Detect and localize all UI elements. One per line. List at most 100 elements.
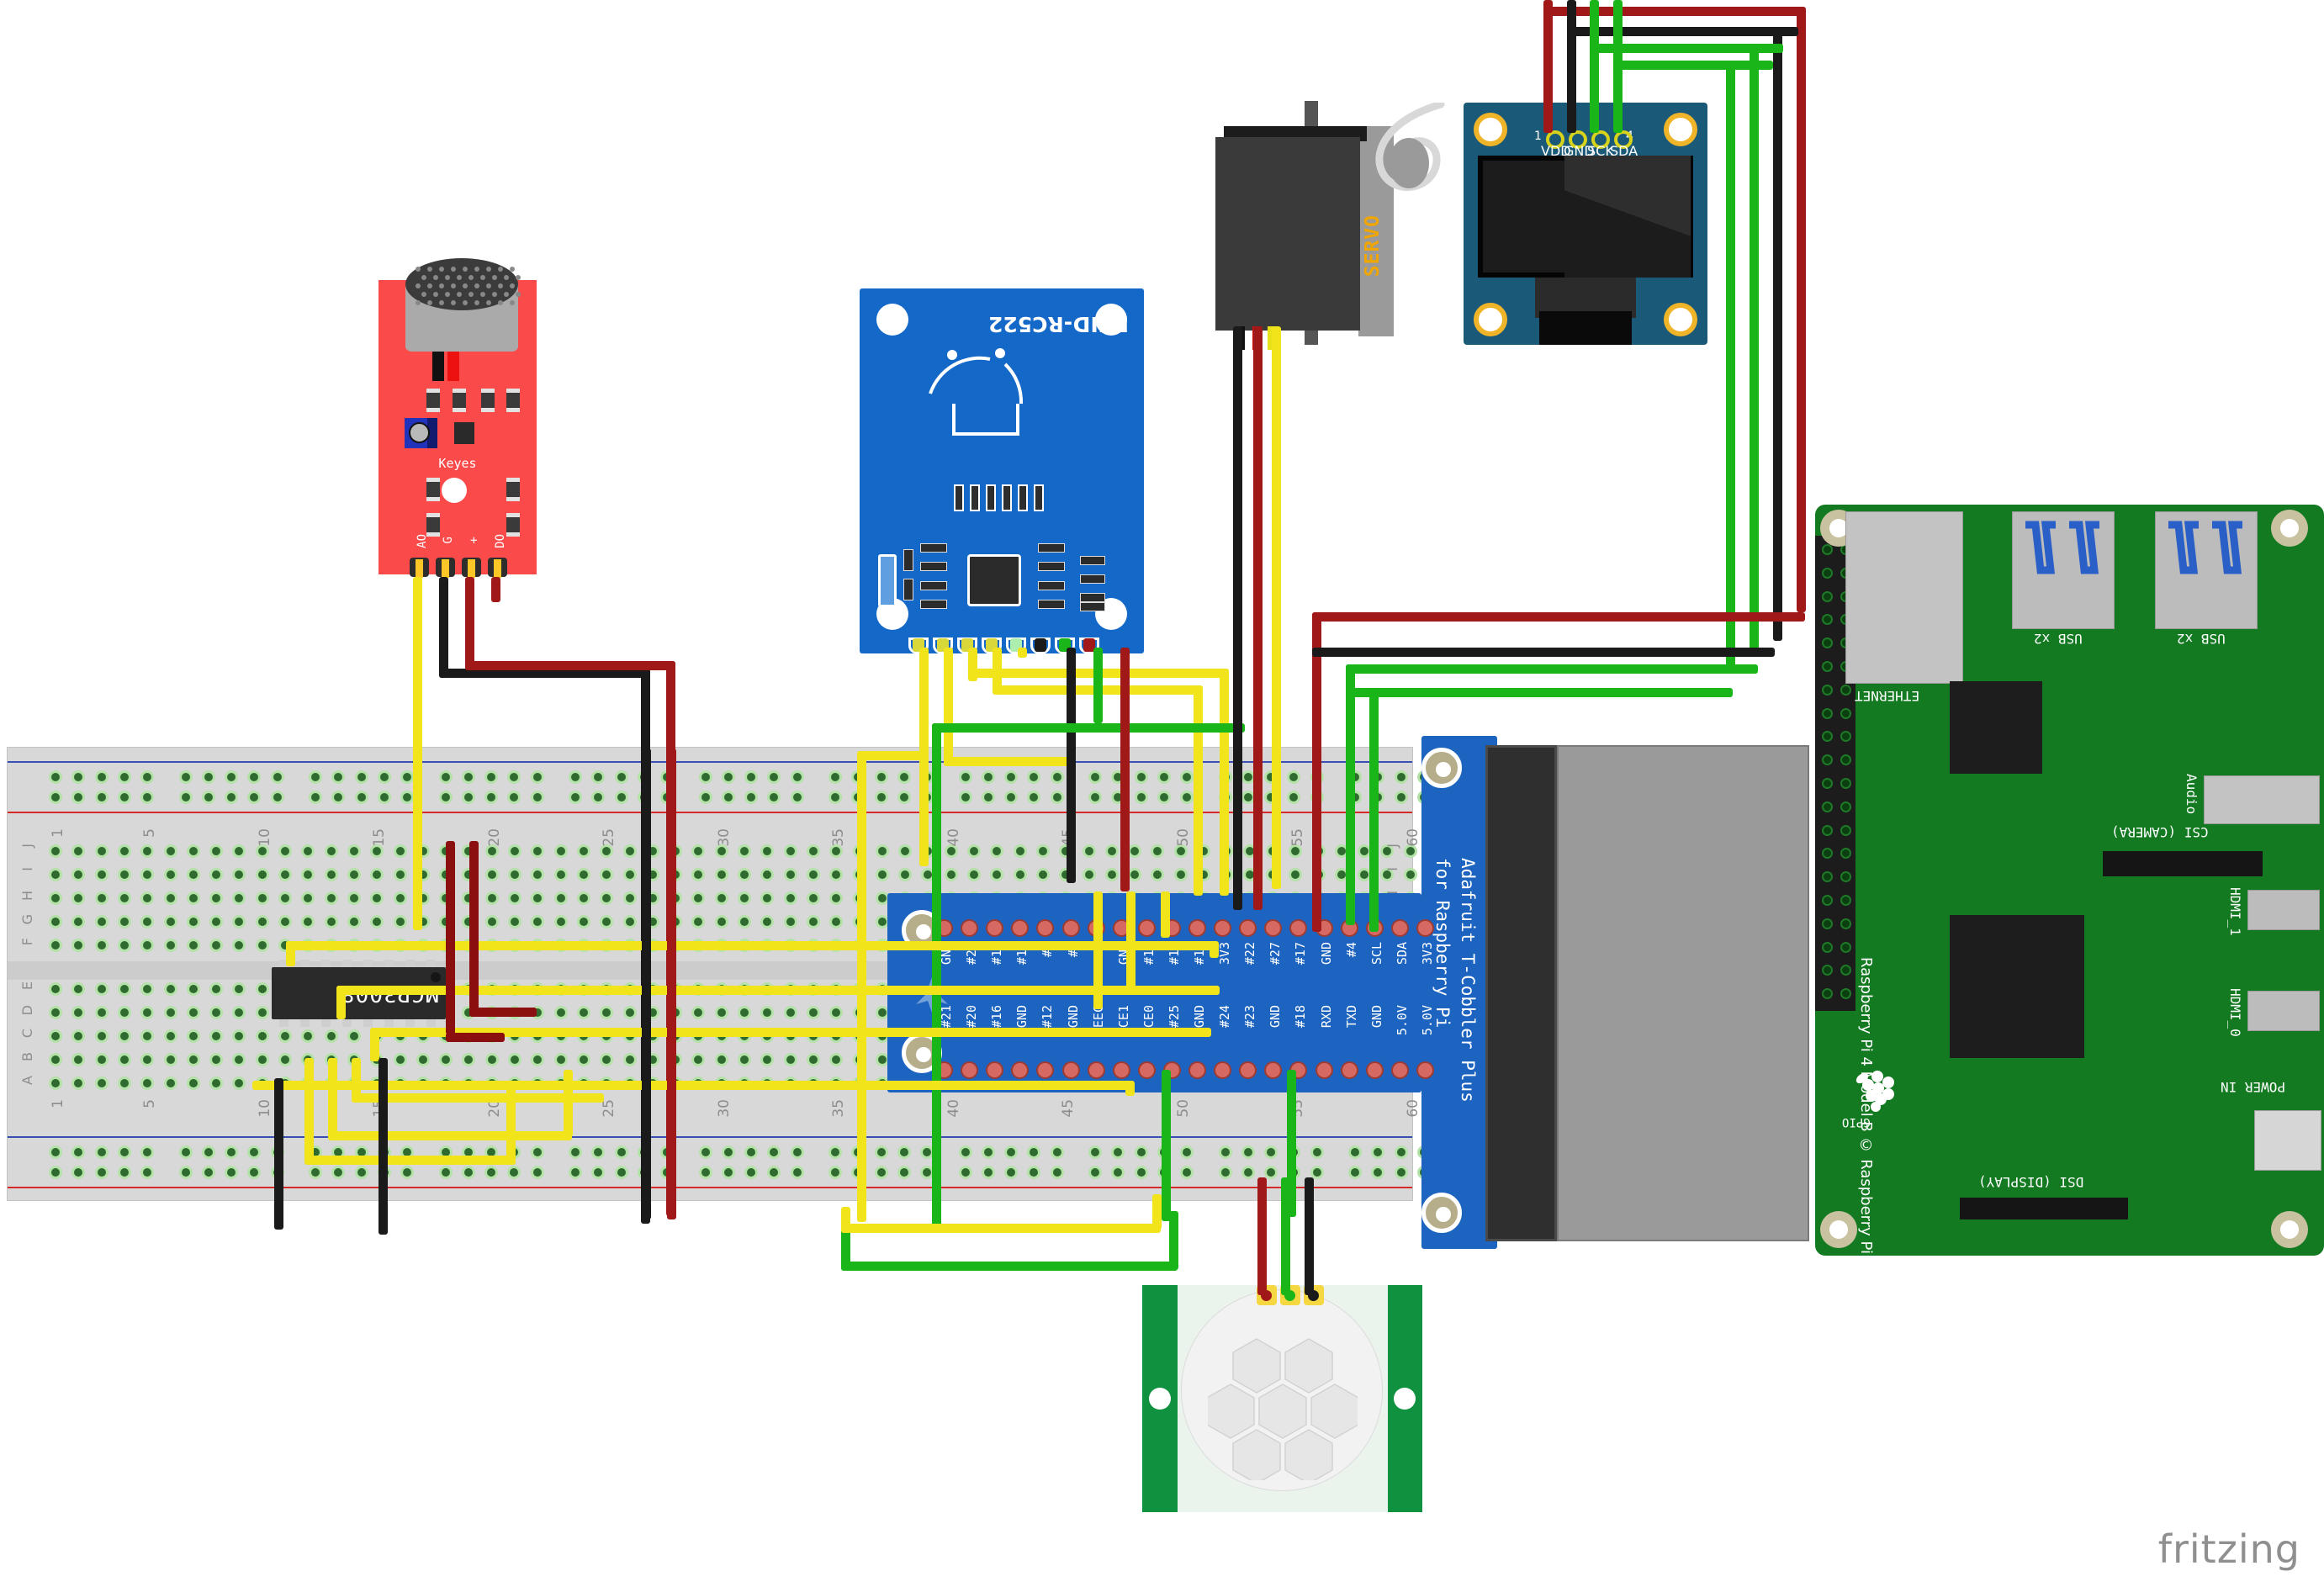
breadboard-hole-row-A[interactable]: [51, 1079, 60, 1087]
breadboard-rail-hole[interactable]: [961, 1168, 970, 1177]
breadboard-rail-hole[interactable]: [923, 1168, 932, 1177]
breadboard-rail-hole[interactable]: [510, 1168, 519, 1177]
cobbler-pin-gpio19[interactable]: [986, 919, 1004, 937]
usb-port-bottom[interactable]: [2155, 511, 2258, 629]
breadboard-rail-hole[interactable]: [379, 773, 389, 781]
breadboard-hole-row-C[interactable]: [119, 1032, 129, 1040]
breadboard-hole-row-I[interactable]: [97, 870, 106, 879]
mcp3008-pin[interactable]: [363, 960, 373, 967]
cobbler-pin-3V3[interactable]: [1214, 919, 1232, 937]
breadboard-rail-hole[interactable]: [1091, 773, 1099, 781]
breadboard-rail-hole[interactable]: [571, 793, 580, 801]
breadboard-hole-row-B[interactable]: [97, 1055, 106, 1064]
breadboard-rail-hole[interactable]: [357, 1168, 366, 1177]
breadboard-hole-row-D[interactable]: [763, 1008, 772, 1017]
breadboard-hole-row-B[interactable]: [257, 1055, 267, 1064]
breadboard-rail-hole[interactable]: [74, 1168, 83, 1177]
breadboard-hole-row-C[interactable]: [304, 1032, 313, 1040]
breadboard-hole-row-I[interactable]: [1383, 870, 1392, 879]
breadboard-hole-row-I[interactable]: [1084, 870, 1093, 879]
wire-rfid-irq-h[interactable]: [1093, 723, 1245, 733]
oled-display-module[interactable]: 1 4 VDD GND SCK SDA: [1464, 103, 1707, 345]
cobbler-pin-gpio16[interactable]: [986, 1061, 1004, 1079]
breadboard-hole-row-I[interactable]: [1153, 870, 1162, 879]
mcp3008-pin[interactable]: [342, 1019, 352, 1027]
breadboard-hole-row-I[interactable]: [694, 870, 703, 879]
breadboard-hole-row-H[interactable]: [326, 894, 336, 902]
breadboard-hole-row-E[interactable]: [119, 985, 129, 993]
breadboard-hole-row-A[interactable]: [212, 1079, 221, 1087]
breadboard-rail-hole[interactable]: [983, 793, 993, 801]
gpio-pin[interactable]: [1840, 731, 1851, 743]
wire-return-red-down[interactable]: [1312, 612, 1321, 932]
cobbler-pin-gpio22[interactable]: [1239, 919, 1257, 937]
gpio-pin[interactable]: [1822, 567, 1833, 579]
breadboard-hole-row-B[interactable]: [832, 1055, 841, 1064]
gpio-pin[interactable]: [1840, 707, 1851, 719]
breadboard-rail-hole[interactable]: [1114, 1168, 1123, 1177]
wire-oled-sda-right[interactable]: [1726, 61, 1735, 673]
breadboard-hole-row-I[interactable]: [464, 870, 474, 879]
breadboard-hole-row-B[interactable]: [395, 1055, 405, 1064]
breadboard-rail-hole[interactable]: [273, 773, 282, 781]
cobbler-pin-3V3[interactable]: [1416, 919, 1434, 937]
breadboard-hole-row-D[interactable]: [625, 1008, 634, 1017]
breadboard-rail-hole[interactable]: [876, 773, 886, 781]
breadboard-hole-row-I[interactable]: [1130, 870, 1140, 879]
breadboard-rail-hole[interactable]: [227, 1168, 236, 1177]
wire-cobbler-y1[interactable]: [1161, 891, 1170, 938]
wire-pir-gnd[interactable]: [1305, 1177, 1314, 1295]
wire-rfid-sda-h[interactable]: [857, 751, 929, 760]
breadboard-rail-hole[interactable]: [1374, 1168, 1383, 1177]
mcp3008-pin[interactable]: [363, 1019, 373, 1027]
breadboard-hole-row-H[interactable]: [740, 894, 749, 902]
mcp3008-pin[interactable]: [300, 1019, 310, 1027]
breadboard-hole-row-D[interactable]: [74, 1008, 83, 1017]
breadboard-hole-row-I[interactable]: [1199, 870, 1208, 879]
breadboard-rail-hole[interactable]: [97, 1168, 106, 1177]
breadboard-hole-row-B[interactable]: [648, 1055, 657, 1064]
hdmi-port-0[interactable]: [2247, 991, 2320, 1031]
breadboard-rail-hole[interactable]: [617, 1148, 626, 1156]
breadboard-rail-hole[interactable]: [983, 1168, 993, 1177]
breadboard-hole-row-I[interactable]: [257, 870, 267, 879]
breadboard-hole-row-I[interactable]: [74, 870, 83, 879]
breadboard-hole-row-A[interactable]: [166, 1079, 175, 1087]
wire-red-a-h[interactable]: [446, 1033, 505, 1042]
breadboard-rail-hole[interactable]: [357, 773, 366, 781]
rfid-pin[interactable]: [1035, 638, 1046, 652]
wire-rfid-sck[interactable]: [944, 648, 953, 765]
breadboard-hole-row-J[interactable]: [901, 847, 910, 855]
breadboard-rail-hole[interactable]: [1243, 773, 1252, 781]
breadboard-hole-row-C[interactable]: [349, 1032, 358, 1040]
breadboard-rail-hole[interactable]: [119, 773, 129, 781]
breadboard-hole-row-G[interactable]: [235, 918, 244, 926]
breadboard-hole-row-D[interactable]: [740, 1008, 749, 1017]
gpio-pin[interactable]: [1822, 848, 1833, 860]
breadboard-rail-hole[interactable]: [1091, 1148, 1099, 1156]
breadboard-rail-hole[interactable]: [487, 793, 496, 801]
breadboard-hole-row-I[interactable]: [602, 870, 611, 879]
breadboard-hole-row-E[interactable]: [166, 985, 175, 993]
breadboard-rail-hole[interactable]: [441, 1168, 450, 1177]
breadboard-hole-row-H[interactable]: [579, 894, 588, 902]
breadboard-hole-row-H[interactable]: [832, 894, 841, 902]
breadboard-rail-hole[interactable]: [119, 1168, 129, 1177]
gpio-pin[interactable]: [1822, 590, 1833, 602]
breadboard-rail-hole[interactable]: [899, 793, 908, 801]
ethernet-port[interactable]: [1845, 511, 1963, 684]
mcp3008-pin[interactable]: [426, 1019, 436, 1027]
breadboard-rail-hole[interactable]: [1159, 773, 1168, 781]
cobbler-pin-gpio23[interactable]: [1239, 1061, 1257, 1079]
cobbler-pin-CE0[interactable]: [1137, 1061, 1156, 1079]
breadboard-rail-hole[interactable]: [1183, 793, 1192, 801]
breadboard-hole-row-I[interactable]: [832, 870, 841, 879]
breadboard-hole-row-I[interactable]: [1038, 870, 1047, 879]
breadboard-hole-row-F[interactable]: [166, 941, 175, 950]
breadboard-rail-hole[interactable]: [311, 793, 320, 801]
wire-cobbler-y3[interactable]: [1093, 891, 1103, 1009]
cobbler-pin-gpio27[interactable]: [1264, 919, 1283, 937]
gpio-pin[interactable]: [1840, 778, 1851, 789]
breadboard-hole-row-G[interactable]: [464, 918, 474, 926]
breadboard-hole-row-D[interactable]: [188, 1008, 198, 1017]
